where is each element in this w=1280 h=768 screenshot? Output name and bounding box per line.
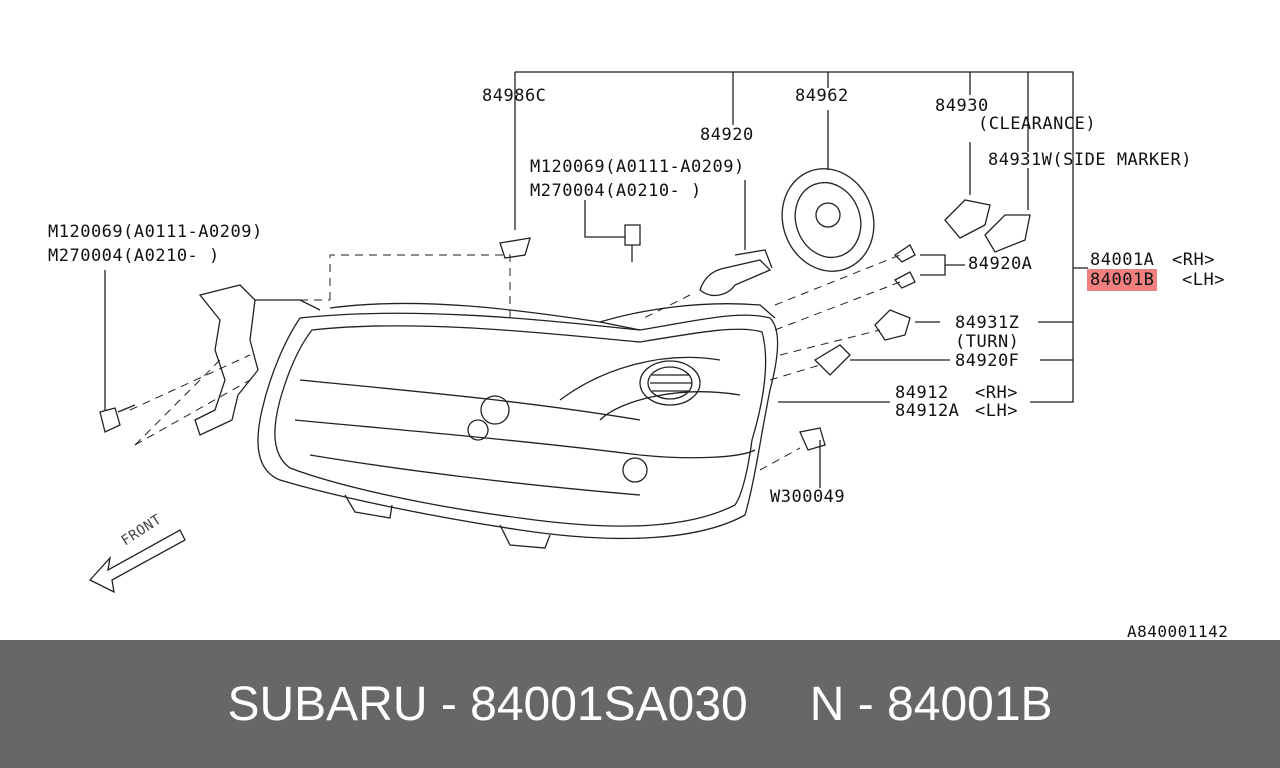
callout-84001a: 84001A: [1090, 250, 1155, 270]
parts-diagram: 84986C 84962 84930 (CLEARANCE) 84920 849…: [48, 71, 1229, 641]
callout-84986c: 84986C: [482, 86, 547, 106]
callout-84001b-highlighted[interactable]: 84001B: [1087, 269, 1158, 291]
callout-turn: (TURN): [955, 332, 1020, 352]
callout-m270004-left: M270004(A0210- ): [48, 246, 220, 266]
diagram-part-number: N - 84001B: [809, 677, 1053, 731]
callout-84930: 84930: [935, 96, 989, 116]
callout-clearance: (CLEARANCE): [978, 114, 1097, 134]
part-number-footer: SUBARU - 84001SA030 N - 84001B: [0, 640, 1280, 768]
callout-m120069-left: M120069(A0111-A0209): [48, 222, 263, 242]
callout-84912: 84912: [895, 383, 949, 403]
callout-84912a-lh: <LH>: [975, 401, 1018, 421]
headlamp-drawing: [88, 71, 1088, 594]
callout-84001b-lh: <LH>: [1182, 270, 1225, 290]
callout-84920: 84920: [700, 125, 754, 145]
callout-w300049: W300049: [770, 487, 846, 507]
callout-84920f: 84920F: [955, 351, 1020, 371]
callout-84962: 84962: [795, 86, 849, 106]
oem-part-number: SUBARU - 84001SA030: [227, 677, 748, 731]
callout-84912a: 84912A: [895, 401, 960, 421]
callout-84001a-rh: <RH>: [1172, 250, 1215, 270]
callout-m270004-top: M270004(A0210- ): [530, 181, 702, 201]
callout-84931z: 84931Z: [955, 313, 1020, 333]
callout-84931w: 84931W(SIDE MARKER): [988, 150, 1192, 170]
callout-84920a: 84920A: [968, 254, 1033, 274]
callout-m120069-top: M120069(A0111-A0209): [530, 157, 745, 177]
diagram-reference-number: A840001142: [1127, 622, 1229, 641]
callout-84912-rh: <RH>: [975, 383, 1018, 403]
